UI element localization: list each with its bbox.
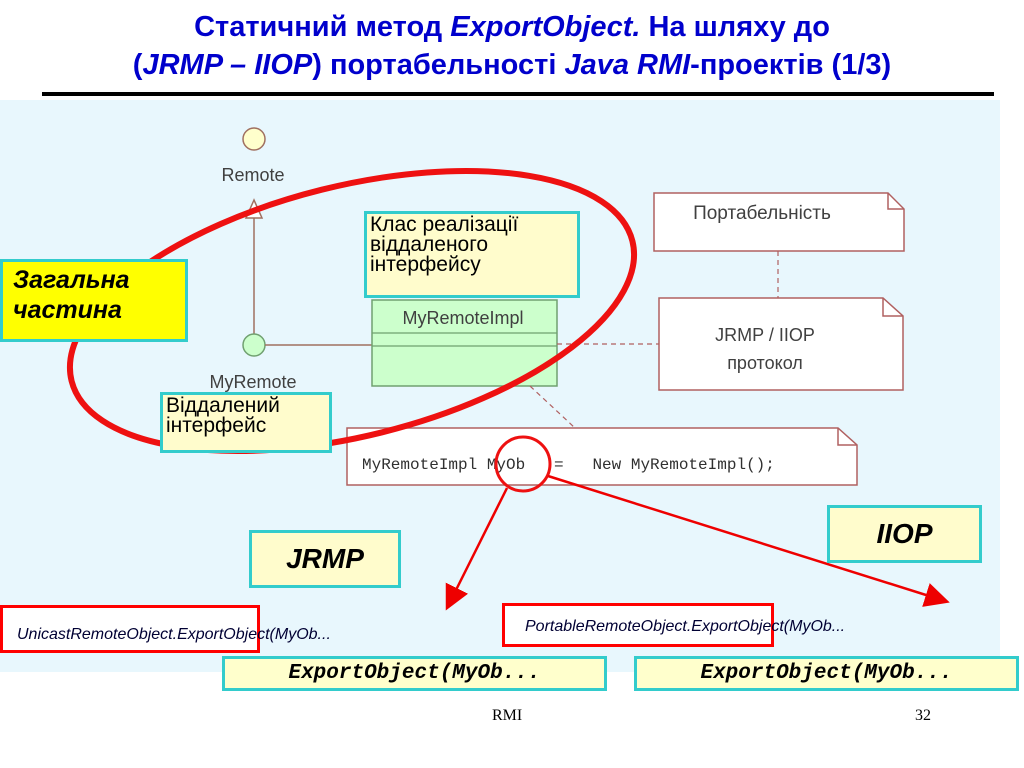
myremote-interface-icon: [242, 333, 266, 357]
myremoteimpl-label: MyRemoteImpl: [402, 308, 523, 328]
protocol-note-shape: [658, 297, 904, 391]
title-text: -проектів (1/3): [690, 49, 892, 81]
title-text-italic: Java RMI: [564, 49, 691, 81]
title-text: ) портабельності: [312, 49, 565, 81]
export-object-left-text: ExportObject(MyOb...: [288, 662, 541, 685]
iiop-label-box: IIOP: [827, 505, 982, 563]
note-corner-fold: [887, 193, 904, 210]
title-text: Статичний метод: [194, 11, 451, 43]
title-underline: [42, 92, 994, 96]
unicast-call-text: UnicastRemoteObject.ExportObject(MyOb...: [17, 626, 331, 643]
jrmp-label-text: JRMP: [286, 543, 364, 574]
portable-call-text: PortableRemoteObject.ExportObject(MyOb..…: [525, 618, 846, 635]
unicast-call-box: UnicastRemoteObject.ExportObject(MyOb...: [0, 605, 331, 653]
impl-class-callout-text: Клас реалізації віддаленого інтерфейсу: [370, 213, 519, 276]
remote-interface-callout-text: Віддалений інтерфейс: [166, 394, 280, 437]
myremoteimpl-class-box: [371, 299, 558, 387]
iiop-label-text: IIOP: [876, 518, 933, 549]
protocol-note-line-2: протокол: [727, 353, 803, 373]
page-number: 32: [915, 707, 931, 724]
footer-label: RMI: [492, 707, 523, 724]
title-text-italic: JRMP – IIOP: [142, 49, 313, 81]
arrow-to-portable: [547, 474, 950, 607]
remote-label: Remote: [221, 165, 284, 185]
note-corner-fold: [837, 428, 857, 446]
title-text-italic: ExportObject.: [450, 11, 641, 43]
code-line-text: MyRemoteImpl MyOb = New MyRemoteImpl();: [362, 456, 775, 474]
portable-call-box: PortableRemoteObject.ExportObject(MyOb..…: [502, 603, 845, 647]
impl-class-callout: Клас реалізації віддаленого інтерфейсу: [364, 211, 580, 298]
export-object-right-text: ExportObject(MyOb...: [700, 662, 953, 685]
remote-interface-icon: [242, 127, 266, 151]
general-part-text: Загальна частина: [13, 266, 130, 324]
general-part-label: Загальна частина: [0, 259, 188, 342]
protocol-note-line-1: JRMP / IIOP: [715, 325, 815, 345]
note-dashed-link: [529, 385, 576, 429]
title-line-1: Статичний метод ExportObject. На шляху д…: [20, 8, 1004, 46]
remote-interface-callout: Віддалений інтерфейс: [160, 392, 332, 453]
myremote-label: MyRemote: [209, 372, 296, 392]
arrow-to-unicast: [445, 487, 509, 611]
title-line-2: (JRMP – IIOP) портабельності Java RMI-пр…: [20, 46, 1004, 84]
portability-note-text: Портабельність: [693, 203, 831, 224]
general-part-ellipse: [66, 168, 638, 454]
jrmp-label-box: JRMP: [249, 530, 401, 588]
myob-highlight-circle: [494, 435, 552, 493]
note-corner-fold: [882, 298, 903, 317]
export-object-right: ExportObject(MyOb...: [634, 656, 1019, 691]
title-text: На шляху до: [640, 11, 830, 43]
slide-title: Статичний метод ExportObject. На шляху д…: [20, 8, 1004, 84]
title-text: (: [132, 49, 143, 81]
code-note-shape: [346, 427, 858, 486]
portability-note-shape: [653, 192, 905, 252]
export-object-left: ExportObject(MyOb...: [222, 656, 607, 691]
